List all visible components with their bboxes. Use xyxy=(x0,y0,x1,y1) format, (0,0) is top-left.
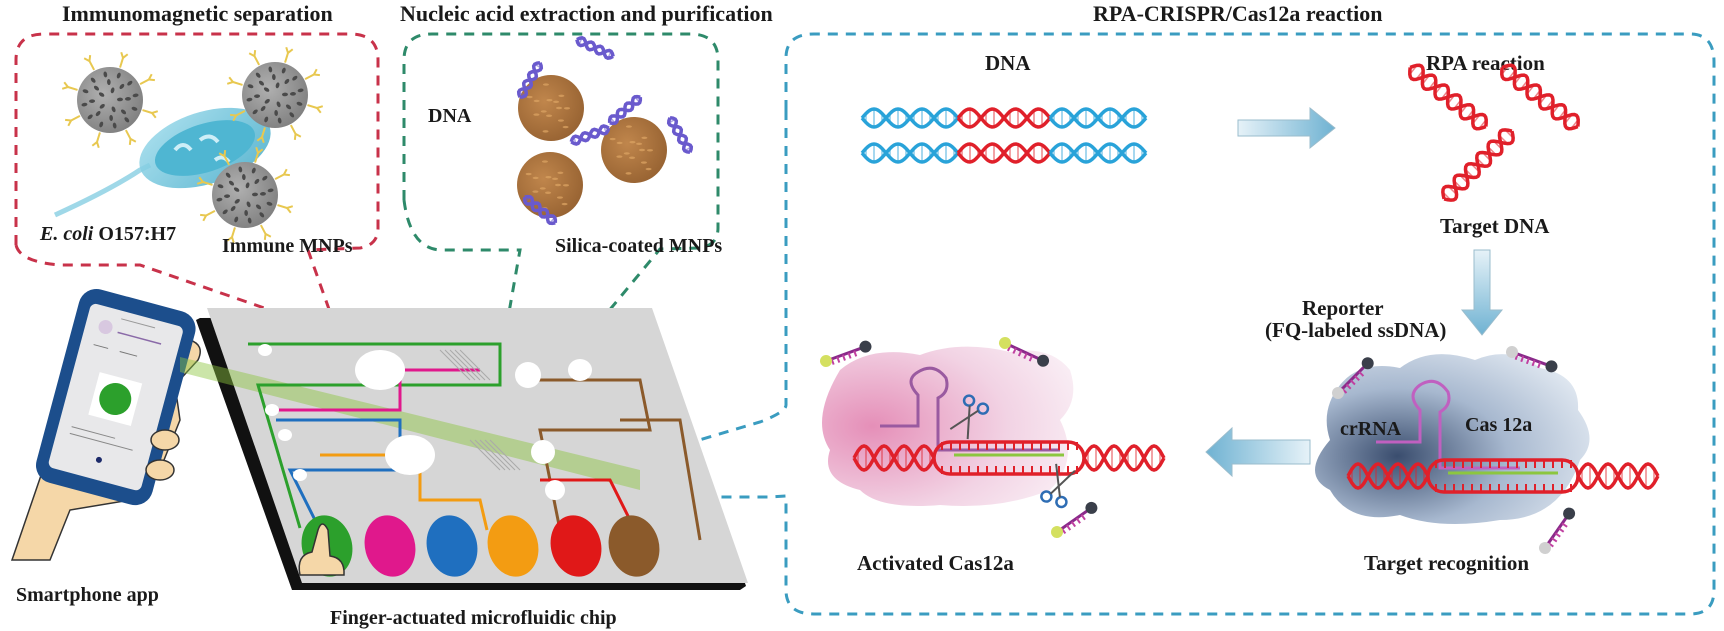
dna-helix xyxy=(516,60,544,100)
label-reporter: Reporter xyxy=(1302,296,1384,320)
target-dna-bound xyxy=(1346,458,1660,494)
label-silica-mnps: Silica-coated MNPs xyxy=(555,235,722,257)
panel-title-rpa-crispr: RPA-CRISPR/Cas12a reaction xyxy=(1093,1,1382,26)
dna-segment-blue xyxy=(860,107,960,129)
panel-title-extraction: Nucleic acid extraction and purification xyxy=(400,1,773,26)
dna-helix xyxy=(522,194,558,226)
label-reporter-desc: (FQ-labeled ssDNA) xyxy=(1265,318,1446,342)
amplified-target-dna xyxy=(1408,63,1580,202)
scissors-icon xyxy=(1040,463,1076,509)
target-dna-amplicon xyxy=(1441,128,1515,202)
dna-segment-red xyxy=(956,107,1052,129)
arrow-down xyxy=(1460,249,1504,336)
dna-segment-red xyxy=(956,142,1052,164)
dna-segment-blue xyxy=(1048,142,1148,164)
reagent-chamber xyxy=(487,515,539,577)
label-rpa-reaction: RPA reaction xyxy=(1426,51,1545,75)
dna-fragment xyxy=(666,115,694,155)
result-indicator xyxy=(99,383,132,416)
quencher xyxy=(1037,354,1050,367)
fluorophore xyxy=(820,355,832,367)
dna-double-helix-strands xyxy=(860,107,1148,164)
dna-segment-blue xyxy=(1048,107,1148,129)
extraction-panel-border xyxy=(402,32,720,421)
label-rpa-dna: DNA xyxy=(985,51,1031,75)
scissors-icon xyxy=(949,394,990,440)
dna-fragment xyxy=(607,94,643,126)
immune-mnp xyxy=(61,51,159,149)
reagent-chamber xyxy=(608,515,660,577)
dna-helix xyxy=(1500,63,1580,131)
dna-helix-flank xyxy=(1346,462,1430,490)
fluorophore xyxy=(1506,346,1518,358)
silica-mnp xyxy=(518,75,584,141)
quencher xyxy=(1563,507,1576,520)
label-immune-mnps: Immune MNPs xyxy=(222,235,353,257)
activated-cas12a-complex xyxy=(822,346,1074,506)
reporter-probes xyxy=(820,337,1576,554)
panel-title-immunomagnetic: Immunomagnetic separation xyxy=(62,1,333,26)
reporter-probe xyxy=(1506,346,1558,373)
dna-helix xyxy=(575,35,615,61)
dna-helix xyxy=(1441,128,1515,202)
immune-mnp-particles xyxy=(61,46,324,244)
reporter-probe xyxy=(1332,357,1374,399)
finger-press-icon xyxy=(298,523,345,576)
immune-mnp xyxy=(226,46,324,144)
cleaved-reporter xyxy=(820,340,872,367)
fluorophore xyxy=(1539,542,1551,554)
label-microfluidic-chip: Finger-actuated microfluidic chip xyxy=(330,607,617,629)
rpa-panel-border xyxy=(600,32,1716,616)
quencher xyxy=(1545,360,1558,373)
label-smartphone-app: Smartphone app xyxy=(16,584,159,606)
immune-mnp xyxy=(196,146,294,244)
label-target-dna: Target DNA xyxy=(1440,214,1550,238)
arrow-right xyxy=(1237,106,1336,150)
target-dna-cleaved xyxy=(852,440,1166,476)
dna-helix xyxy=(607,94,643,126)
quencher xyxy=(1085,501,1098,514)
dna-fragment xyxy=(569,124,611,146)
target-dna-amplicon xyxy=(1500,63,1580,131)
dna-helix-flank xyxy=(852,444,936,472)
reagent-chamber xyxy=(426,515,478,577)
label-target-recognition: Target recognition xyxy=(1364,551,1529,575)
microfluidic-chip xyxy=(180,308,748,590)
dna-fragment xyxy=(575,35,615,61)
dna-helix-flank xyxy=(1082,444,1166,472)
immunomagnetic-panel-border xyxy=(14,32,441,390)
reporter-probe xyxy=(1539,507,1576,554)
fluorophore xyxy=(1051,526,1063,538)
fluorophore xyxy=(1332,387,1344,399)
dna-helix-flank xyxy=(1576,462,1660,490)
dna-helix xyxy=(569,124,611,146)
fluorophore xyxy=(999,337,1011,349)
silica-mnp-particles xyxy=(516,35,694,226)
dna-helix xyxy=(1408,63,1488,131)
cleaved-reporter xyxy=(999,337,1050,367)
label-extraction-dna: DNA xyxy=(428,105,472,127)
silica-mnp xyxy=(601,117,667,183)
smartphone-in-hand xyxy=(10,289,201,561)
light-beam xyxy=(180,357,640,490)
target-dna-amplicon xyxy=(1408,63,1488,131)
silica-mnp xyxy=(517,152,583,218)
quencher xyxy=(1361,357,1374,370)
quencher xyxy=(859,340,872,353)
reagent-chamber xyxy=(364,515,416,577)
label-cas12a: Cas 12a xyxy=(1465,414,1532,436)
label-ecoli: E. coli O157:H7 xyxy=(39,223,176,245)
reagent-chamber xyxy=(550,515,602,577)
dna-fragment xyxy=(522,194,558,226)
dna-fragment xyxy=(516,60,544,100)
cleaved-reporter xyxy=(1051,501,1098,538)
label-crrna: crRNA xyxy=(1340,418,1402,440)
dna-helix xyxy=(666,115,694,155)
label-activated-cas12a: Activated Cas12a xyxy=(857,551,1014,575)
arrow-left xyxy=(1205,426,1311,478)
dna-segment-blue xyxy=(860,142,960,164)
